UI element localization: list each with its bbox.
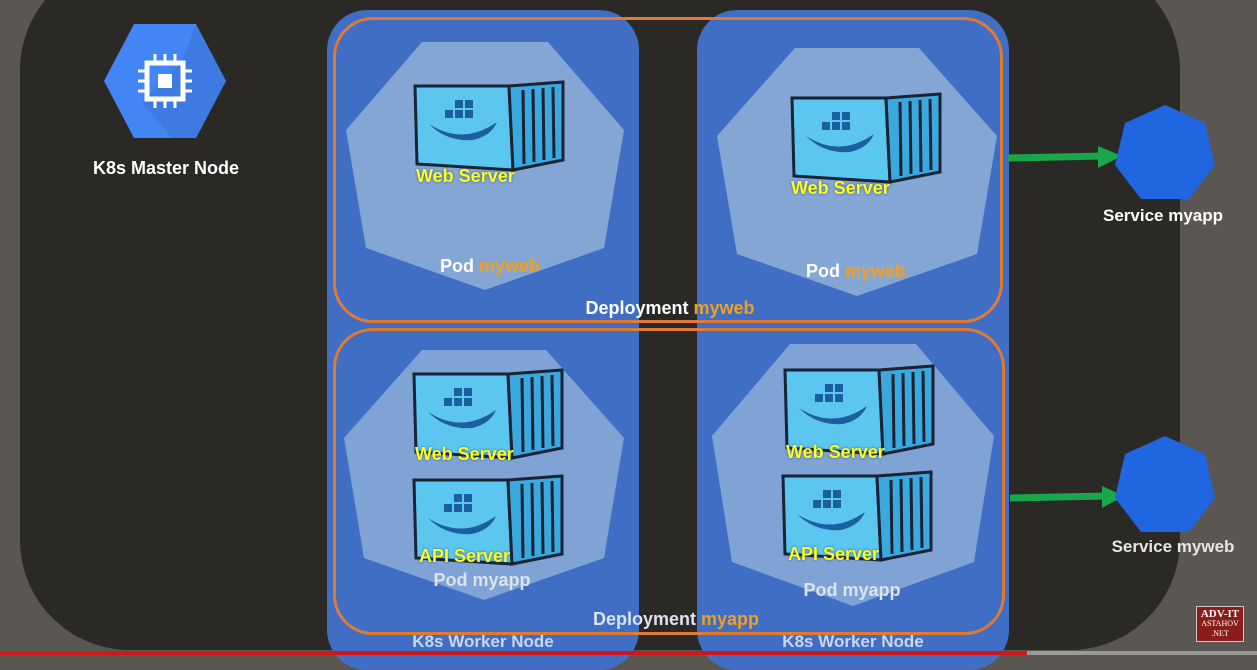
worker-node-label: K8s Worker Node: [782, 632, 924, 651]
chip-icon: [138, 54, 192, 108]
master-node-icon: [104, 24, 226, 138]
container-label: Web Server: [791, 178, 890, 198]
container-label: Web Server: [786, 442, 885, 462]
service-myweb-label: Service myweb: [1111, 537, 1235, 556]
container-web-4-icon: [783, 364, 935, 456]
container-api-2-icon: [781, 470, 933, 562]
pod-myapp-2-label: Pod myapp: [803, 580, 901, 600]
container-label: API Server: [788, 544, 880, 564]
service-myapp-icon: [1115, 105, 1215, 199]
arrow-to-service-myapp: [1008, 146, 1122, 168]
worker-node-label: K8s Worker Node: [412, 632, 554, 651]
service-myapp-label: Service myapp: [1102, 206, 1223, 225]
deployment-myapp-label: Deployment myapp: [592, 609, 760, 629]
video-progress-bar[interactable]: [0, 651, 1257, 655]
deployment-myapp: [333, 328, 1005, 635]
pod-myweb-1-label: Pod myweb: [439, 256, 541, 276]
container-label: Web Server: [416, 166, 515, 186]
container-web-2-icon: [790, 92, 942, 184]
master-node-label: K8s Master Node: [92, 158, 240, 178]
container-api-1-icon: [412, 474, 564, 566]
container-label: API Server: [419, 546, 511, 566]
video-progress-remaining: [1027, 651, 1257, 655]
container-web-1-icon: [413, 80, 565, 172]
container-label: Web Server: [415, 444, 514, 464]
service-myweb-icon: [1115, 436, 1215, 532]
pod-myapp-1-label: Pod myapp: [433, 570, 531, 590]
arrow-to-service-myweb: [1010, 486, 1124, 508]
deployment-myweb: [333, 17, 1003, 323]
deployment-myweb-label: Deployment myweb: [585, 298, 755, 318]
container-web-3-icon: [412, 368, 564, 460]
pod-myweb-2-label: Pod myweb: [805, 261, 907, 281]
adv-it-watermark-logo: ADV-IT ASTAHOV .NET: [1196, 606, 1244, 642]
